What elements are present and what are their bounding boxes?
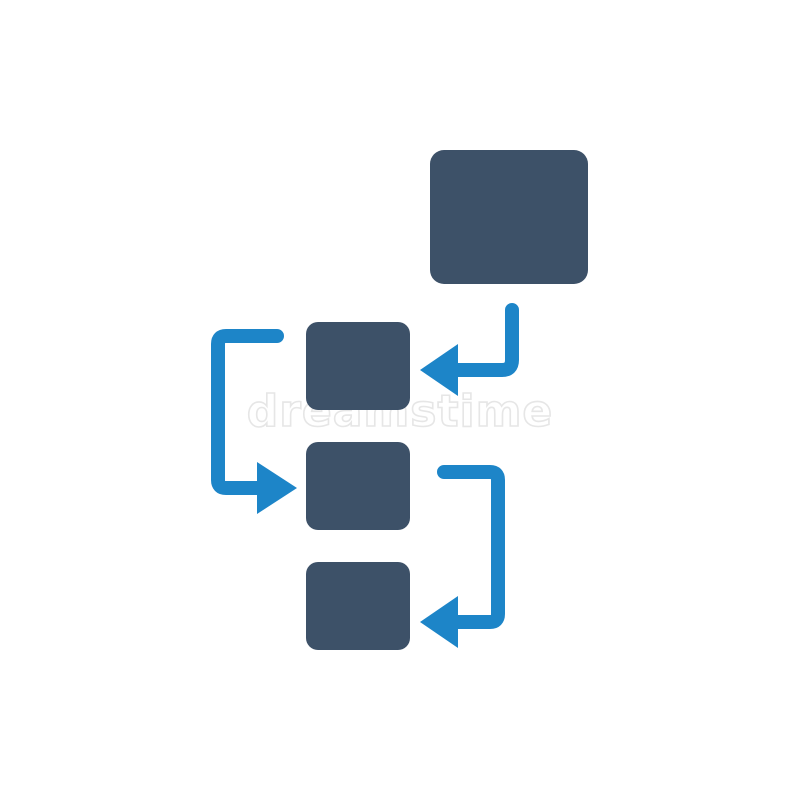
arrow-upper-to-middle-icon xyxy=(211,329,297,514)
upper-process-box xyxy=(306,322,410,410)
arrow-top-to-upper-icon xyxy=(420,303,519,396)
top-process-box xyxy=(430,150,588,284)
lower-process-box xyxy=(306,562,410,650)
arrow-middle-to-lower-icon xyxy=(420,465,505,648)
middle-process-box xyxy=(306,442,410,530)
